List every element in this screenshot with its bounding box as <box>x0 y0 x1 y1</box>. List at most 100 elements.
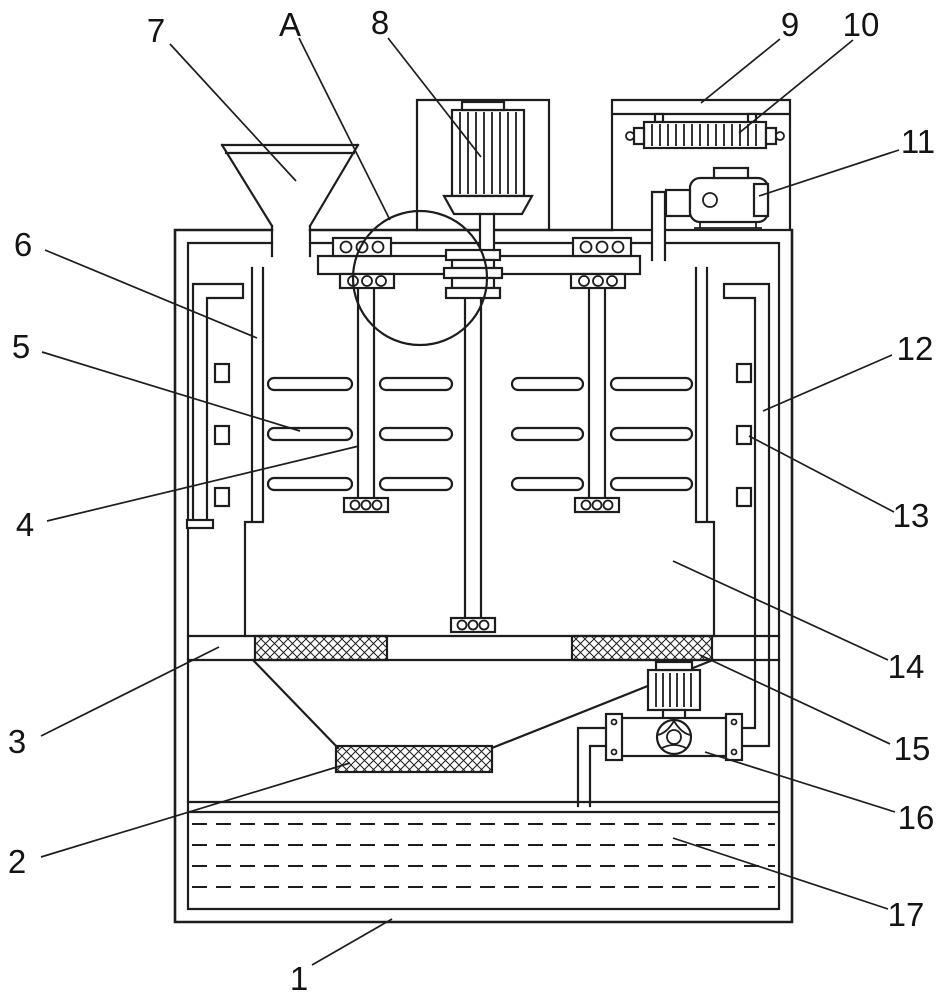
label-14: 14 <box>888 648 925 685</box>
vessel-walls <box>243 266 716 638</box>
blade <box>609 476 694 492</box>
motor-base <box>442 194 534 216</box>
liquid-surface-lines <box>186 800 781 814</box>
annotation-5: 5 <box>12 328 301 432</box>
leader-5 <box>41 351 301 432</box>
bolt <box>595 240 609 254</box>
annotation-6: 6 <box>14 226 258 339</box>
wall-bracket <box>213 362 231 384</box>
stirrer-motor <box>415 98 551 252</box>
leader-1 <box>311 918 393 966</box>
label-1: 1 <box>290 960 308 997</box>
bolt <box>602 499 614 511</box>
coupling-plate <box>444 248 502 262</box>
leader-3 <box>40 646 220 737</box>
center-shaft <box>463 296 483 620</box>
pump-flange <box>604 712 624 762</box>
bolt <box>339 240 353 254</box>
leader-7 <box>169 43 297 182</box>
bolt <box>578 275 590 287</box>
annotation-13: 13 <box>748 435 929 534</box>
blade <box>266 376 354 392</box>
endcap-port <box>775 131 785 141</box>
blade <box>378 426 454 442</box>
label-9: 9 <box>781 6 799 43</box>
inner-vessel <box>243 266 716 750</box>
wall-bracket <box>735 362 753 384</box>
pump-hub <box>666 729 682 745</box>
top-pump-feet <box>694 222 762 229</box>
endcap-port <box>625 131 635 141</box>
wall-bracket <box>735 486 753 508</box>
filter-screens <box>253 634 714 774</box>
exchanger-fins <box>651 124 757 146</box>
flange-bolt <box>730 718 738 726</box>
blade <box>609 376 694 392</box>
blade <box>266 476 354 492</box>
right-mesh-screen <box>570 634 714 662</box>
detail-circle-A <box>351 209 489 347</box>
annotation-4: 4 <box>16 445 360 543</box>
blade <box>510 476 585 492</box>
right-shaft <box>587 286 607 500</box>
label-6: 6 <box>14 226 32 263</box>
motor-mount-frame <box>415 98 551 232</box>
bolt <box>467 619 479 631</box>
left-mesh-screen <box>253 634 389 662</box>
exchanger-endcap <box>632 126 646 146</box>
blade <box>378 476 454 492</box>
left-shaft <box>356 286 376 500</box>
liquid-dashed-lines <box>192 823 775 888</box>
flange-bolt <box>610 748 618 756</box>
bolt <box>375 275 387 287</box>
bolt <box>591 499 603 511</box>
tank-inner-wall <box>186 241 781 911</box>
blade <box>266 426 354 442</box>
pump-flange <box>724 712 744 762</box>
leader-4 <box>46 445 360 522</box>
annotation-8: 8 <box>371 4 482 158</box>
leader-17 <box>672 837 889 910</box>
bolt <box>371 499 383 511</box>
annotation-14: 14 <box>672 560 925 685</box>
bolt <box>579 240 593 254</box>
pump-vanes <box>656 720 692 749</box>
liquid-zone <box>186 800 781 888</box>
motor-body <box>450 108 526 198</box>
tank-frame <box>173 228 794 924</box>
leader-16 <box>704 751 896 813</box>
annotation-3: 3 <box>8 646 220 760</box>
leader-13 <box>748 435 895 513</box>
motor-fins <box>459 112 517 194</box>
left-pipe-lines <box>191 282 245 522</box>
leader-11 <box>758 149 900 197</box>
left-side-pipe <box>185 282 245 530</box>
bolt <box>580 499 592 511</box>
down-pipe <box>650 190 667 262</box>
wall-bracket <box>213 486 231 508</box>
top-pump-eye <box>702 192 718 208</box>
leader-14 <box>672 560 889 661</box>
leader-12 <box>762 354 893 412</box>
coupling-plate <box>450 258 496 270</box>
label-12: 12 <box>897 330 934 367</box>
bolt <box>592 275 604 287</box>
leader-8 <box>387 37 482 158</box>
label-2: 2 <box>8 843 26 880</box>
right-side-pipe <box>722 282 771 748</box>
leader-6 <box>44 249 258 339</box>
motor-cap <box>460 100 506 112</box>
annotation-A: A <box>279 6 391 221</box>
paddle-blades <box>266 376 694 492</box>
pump-motor-fins <box>655 673 692 707</box>
top-pump-cap <box>712 166 750 180</box>
bottom-pump <box>576 660 744 808</box>
shaft-end-plates <box>342 496 621 634</box>
label-3: 3 <box>8 723 26 760</box>
coupling-plate <box>444 286 502 300</box>
annotation-11: 11 <box>758 123 935 197</box>
leader-15 <box>699 654 891 745</box>
unit-housing <box>610 98 792 232</box>
